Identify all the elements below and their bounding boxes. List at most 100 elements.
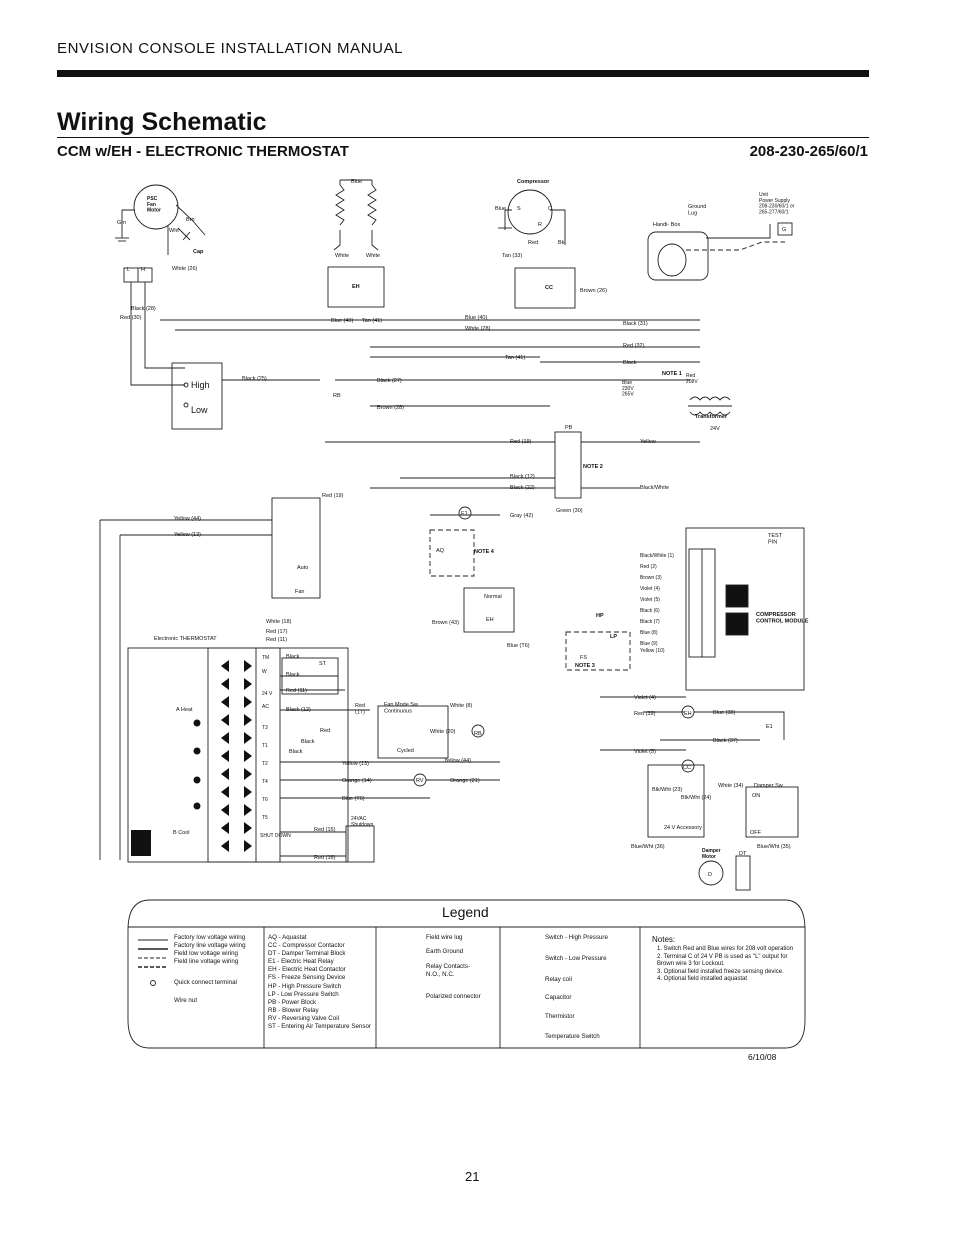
stat-term-t1: T1 [262, 743, 268, 749]
label-white18: White (18) [266, 619, 292, 625]
stat-term-t2: T2 [262, 761, 268, 767]
legend-relay-coil: Relay coil [545, 976, 572, 983]
stat-term-t6: T6 [262, 797, 268, 803]
legend-quick-connect: Quick connect terminal [174, 979, 237, 986]
label-black12: Black (12) [510, 474, 535, 480]
legend-title: Legend [442, 904, 489, 920]
stat-term-24v: 24 V [262, 691, 273, 697]
label-red17-vert: Red(17) [355, 703, 365, 715]
fan-relay [271, 497, 321, 599]
label-black-st2: Black [286, 672, 300, 678]
label-auto: Auto [297, 565, 308, 571]
compressor [507, 189, 553, 235]
label-lp: LP [610, 634, 617, 640]
label-blue40-b: Blue (40) [465, 315, 487, 321]
fan-mode-switch [377, 705, 449, 759]
label-24v-accessory: 24 V Accessory [664, 825, 702, 831]
stat-term-ac: AC [262, 704, 269, 710]
label-st: ST [319, 661, 327, 667]
label-note1: NOTE 1 [662, 371, 682, 377]
notes-title: Notes: [652, 935, 676, 944]
label-black28: Black (28) [131, 306, 156, 312]
label-note3: NOTE 3 [575, 663, 595, 669]
header-rule [57, 70, 869, 77]
label-yellow13-b: Yellow (13) [342, 761, 369, 767]
label-handi-box: Handi- Box [653, 222, 680, 228]
label-black-t2: Black [289, 749, 303, 755]
label-red-therm: Red [320, 728, 330, 734]
stat-term-w: W [262, 669, 267, 675]
label-cycled: Cycled [397, 748, 414, 754]
label-eh-coil: EH [684, 711, 692, 717]
power-block [554, 431, 582, 499]
schematic-subtitle: CCM w/EH - ELECTRONIC THERMOSTAT [57, 143, 349, 160]
label-e1-contact: E1 [766, 724, 773, 730]
label-comp-blue: Blue [495, 206, 506, 212]
label-white28: White (28) [465, 326, 491, 332]
page-title: Wiring Schematic [57, 108, 267, 136]
label-compressor: Compressor [517, 179, 550, 185]
label-blue-t6-b: Blue (T6) [342, 796, 365, 802]
label-red11-b: Red (11) [286, 688, 307, 694]
label-bluewht36: Blue/Wht (36) [631, 844, 665, 850]
label-note4: NOTE 4 [474, 549, 495, 555]
label-on: ON [752, 793, 760, 799]
legend-switch-low: Switch - Low Pressure [545, 955, 607, 962]
notes-body: 1. Switch Red and Blue wires for 208 vol… [657, 946, 794, 983]
compressor-control-module [685, 527, 805, 691]
label-violet4: Violet (4) [634, 695, 656, 701]
label-white26: White (26) [172, 266, 198, 272]
label-red39: Red (39) [634, 711, 656, 717]
stat-term-t5: T5 [262, 815, 268, 821]
label-brown28: Brown (28) [377, 405, 404, 411]
label-comp-s: S [517, 206, 521, 212]
handi-box [647, 231, 709, 281]
manual-header: ENVISION CONSOLE INSTALLATION MANUAL [57, 40, 404, 57]
label-brn: Brn [186, 217, 195, 223]
label-blkwht23: Blk/Wht (23) [652, 787, 682, 793]
label-yellow: Yellow [640, 439, 656, 445]
label-wht: Wht [169, 228, 179, 234]
label-a-heat: A Heat [176, 707, 193, 713]
ccm-wire-4: Violet (4) [640, 586, 660, 592]
label-transformer: Transformer [695, 414, 728, 420]
legend-switch-high: Switch - High Pressure [545, 934, 608, 941]
label-red32: Red (32) [623, 343, 645, 349]
label-red19-b: Red (19) [322, 493, 344, 499]
label-red16: Red (16) [314, 855, 336, 861]
legend-abbreviations: AQ - Aquastat CC - Compressor Contactor … [268, 934, 371, 1031]
label-e1: E1 [461, 511, 468, 517]
label-cap: Cap [193, 249, 204, 255]
label-bluewht35: Blue/Wht (35) [757, 844, 791, 850]
label-brown26: Brown (26) [580, 288, 607, 294]
label-white-1: White [335, 253, 349, 259]
speed-switch [171, 362, 223, 430]
label-white-2: White [366, 253, 380, 259]
ccm-wire-7: Black (7) [640, 619, 660, 625]
label-blue38: Blue (38) [713, 710, 735, 716]
legend-field-wire-lug: Field wire lug [426, 934, 463, 941]
eh-relay [463, 587, 515, 633]
ccm-wire-6: Black (6) [640, 608, 660, 614]
label-damper-d: D [708, 872, 712, 878]
stat-term-t4: T4 [262, 779, 268, 785]
stat-term-t3: T3 [262, 725, 268, 731]
label-off: OFF [750, 830, 762, 836]
label-l: L [127, 267, 130, 273]
label-red17: Red (17) [266, 629, 288, 635]
legend-relay-contacts: Relay Contacts- N.O., N.C. [426, 963, 471, 979]
label-red19: Red (19) [510, 439, 532, 445]
label-black27: Black (27) [377, 378, 402, 384]
label-pb: PB [565, 425, 573, 431]
label-gray42: Gray (42) [510, 513, 533, 519]
label-white34: White (34) [718, 783, 744, 789]
label-aq: AQ [436, 548, 445, 554]
